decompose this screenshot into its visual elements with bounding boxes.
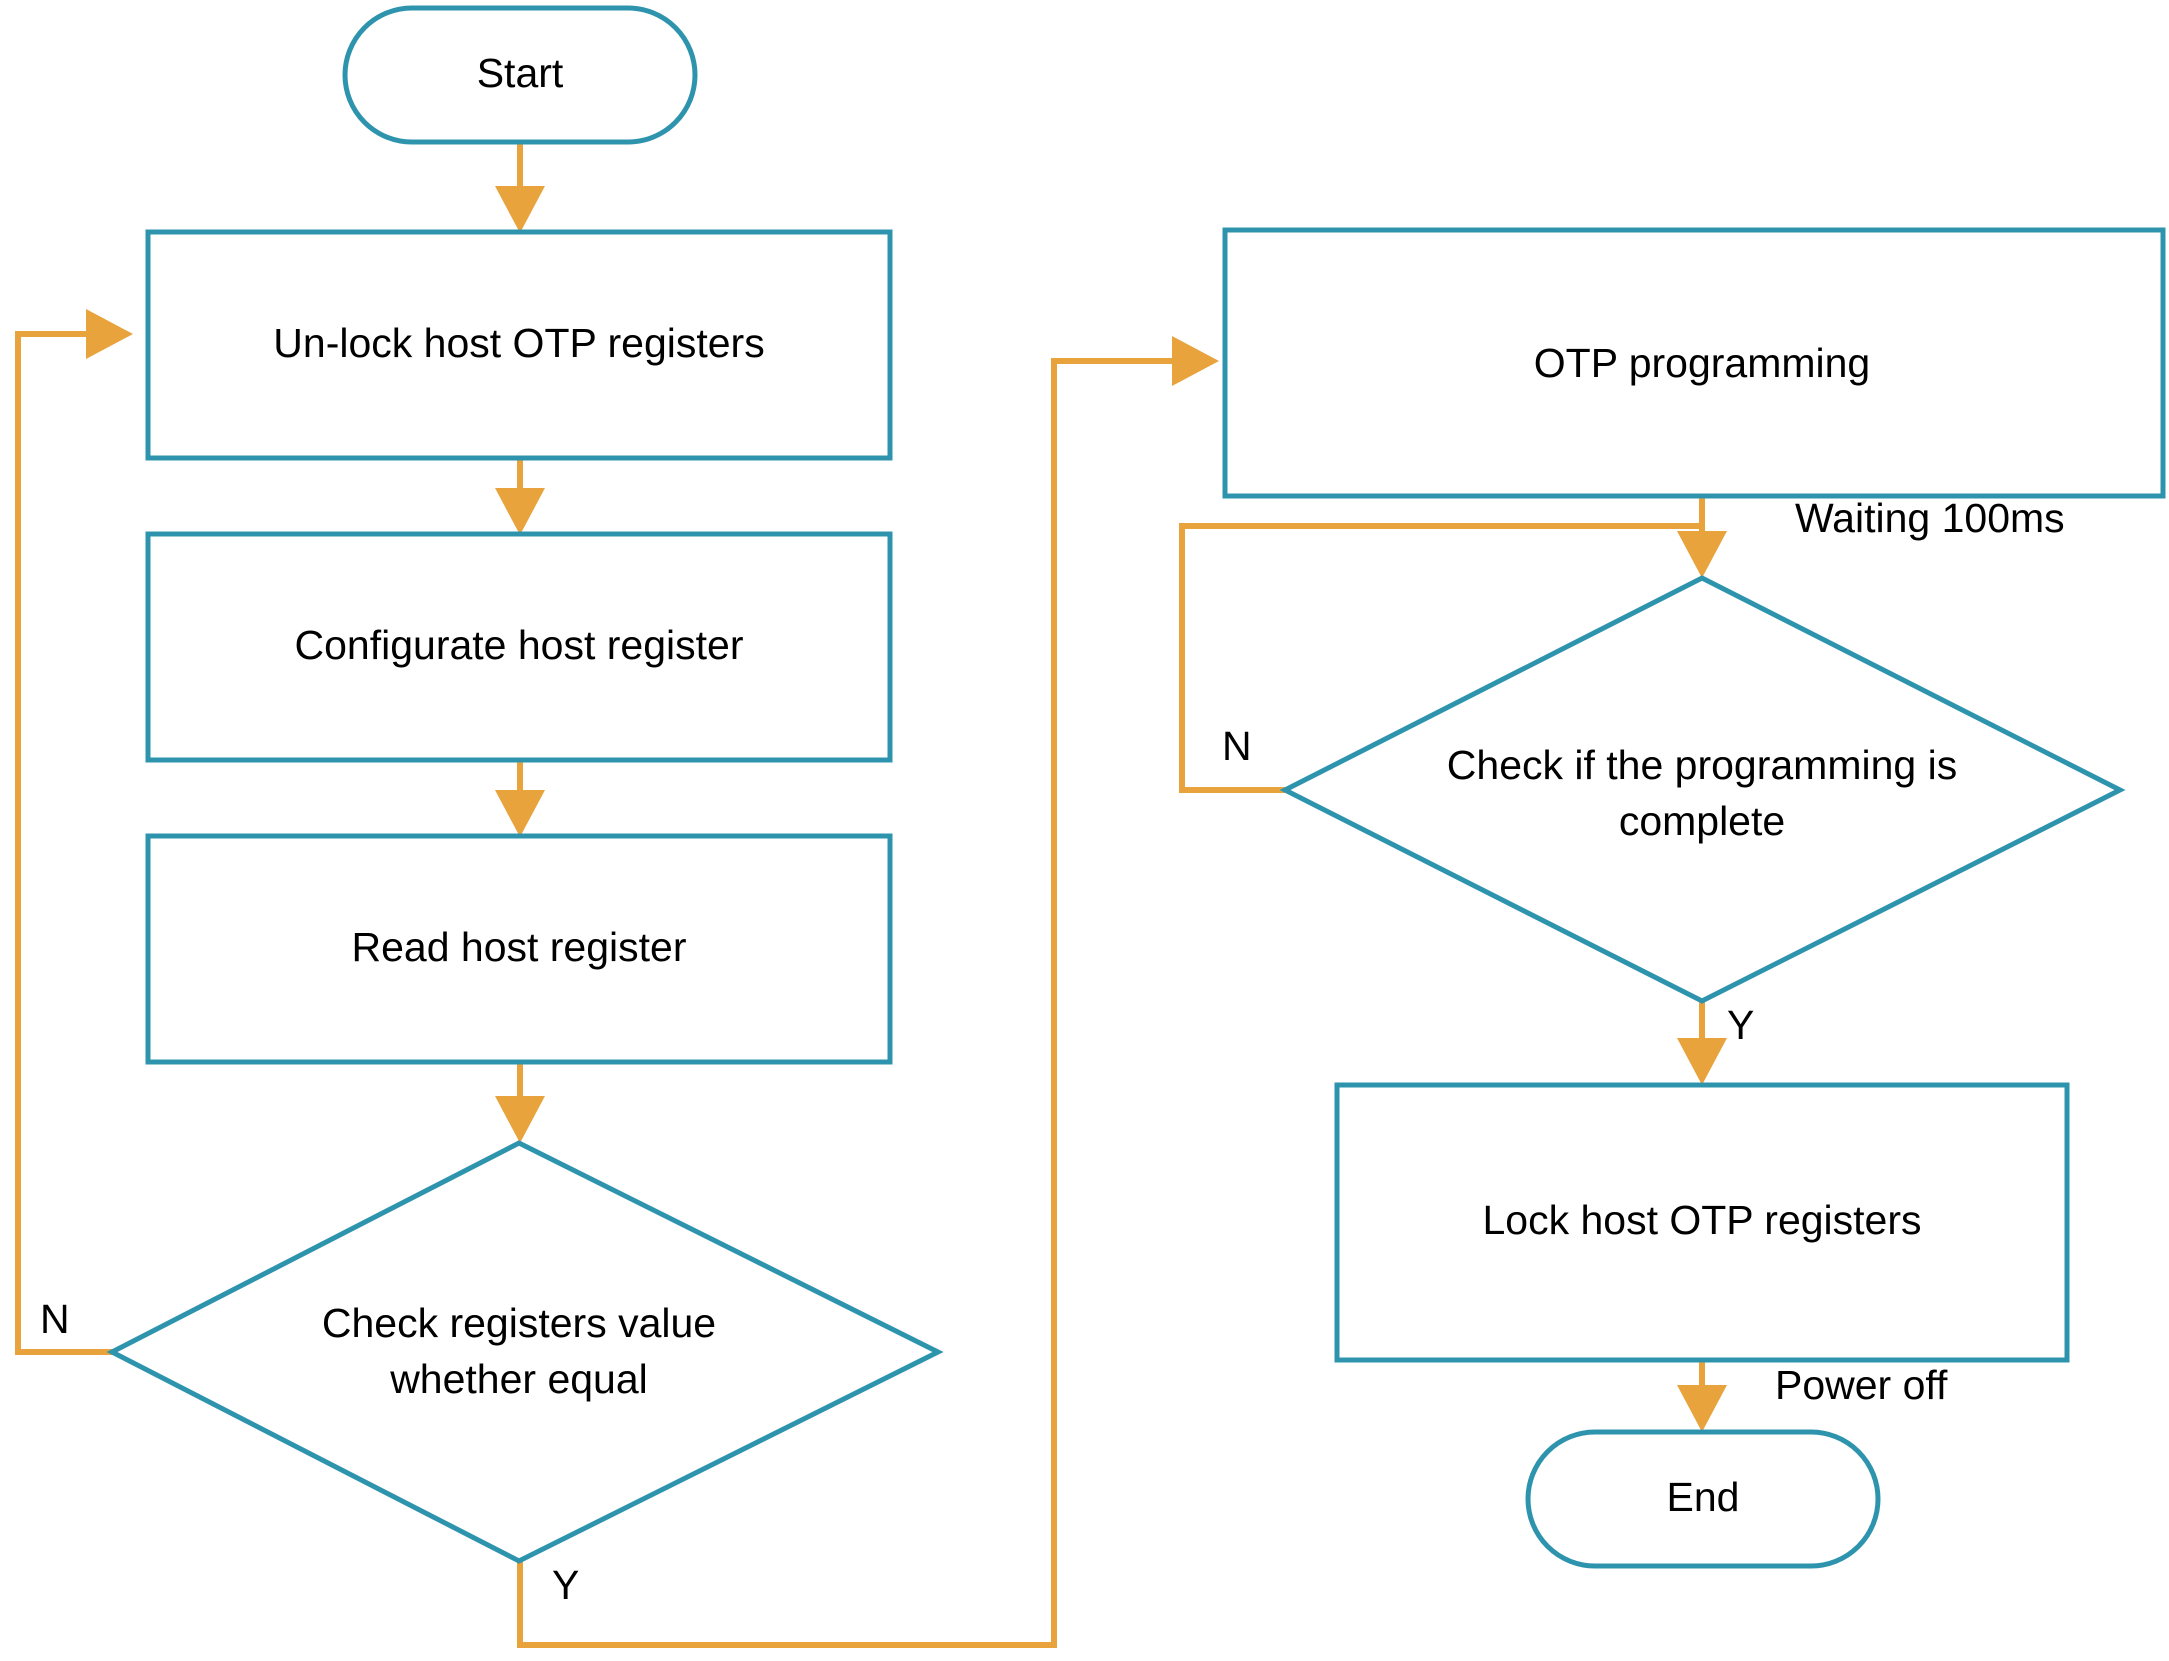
edge-label-check-complete-yes: Y	[1727, 1002, 1754, 1048]
node-lock-host-otp-registers[interactable]: Lock host OTP registers	[1334, 1082, 2070, 1363]
node-lock-label: Lock host OTP registers	[1482, 1197, 1921, 1243]
connector-read-to-check-equal	[495, 1064, 545, 1143]
node-end[interactable]: End	[1525, 1429, 1881, 1569]
edge-label-check-equal-no: N	[40, 1296, 70, 1342]
node-configurate-host-register[interactable]: Configurate host register	[145, 531, 893, 763]
node-otp-programming-label: OTP programming	[1534, 340, 1870, 386]
connector-lock-to-end	[1677, 1360, 1727, 1432]
connector-check-equal-yes-to-otp	[517, 336, 1219, 1648]
node-check-complete-label-line1: Check if the programming is	[1447, 742, 1957, 788]
node-check-equal-label-line2: whether equal	[389, 1356, 648, 1402]
node-unlock-host-otp-registers[interactable]: Un-lock host OTP registers	[145, 229, 893, 461]
node-check-programming-complete-decision[interactable]: Check if the programming is complete	[1279, 575, 2126, 1004]
node-check-complete-label-line2: complete	[1619, 798, 1785, 844]
node-check-equal-label-line1: Check registers value	[322, 1300, 716, 1346]
node-read-host-register[interactable]: Read host register	[145, 833, 893, 1065]
edge-label-check-complete-no: N	[1222, 723, 1252, 769]
node-otp-programming[interactable]: OTP programming	[1222, 227, 2166, 499]
node-check-registers-value-decision[interactable]: Check registers value whether equal	[106, 1140, 944, 1564]
node-start[interactable]: Start	[342, 5, 698, 145]
connector-unlock-to-configurate	[495, 458, 545, 535]
node-configurate-label: Configurate host register	[295, 622, 744, 668]
connector-otp-to-check-complete	[1677, 496, 1727, 578]
connector-check-equal-no-loop	[15, 309, 133, 1355]
edge-label-check-equal-yes: Y	[552, 1562, 579, 1608]
connector-start-to-unlock	[495, 142, 545, 233]
node-start-label: Start	[477, 50, 564, 96]
edge-label-power-off: Power off	[1775, 1362, 1948, 1408]
edge-label-waiting-100ms: Waiting 100ms	[1795, 495, 2065, 541]
node-end-label: End	[1667, 1474, 1740, 1520]
node-read-label: Read host register	[351, 924, 686, 970]
connector-configurate-to-read	[495, 760, 545, 837]
connector-check-complete-yes-to-lock	[1677, 1001, 1727, 1085]
node-unlock-label: Un-lock host OTP registers	[273, 320, 764, 366]
connector-check-complete-no-loop	[1179, 523, 1702, 793]
